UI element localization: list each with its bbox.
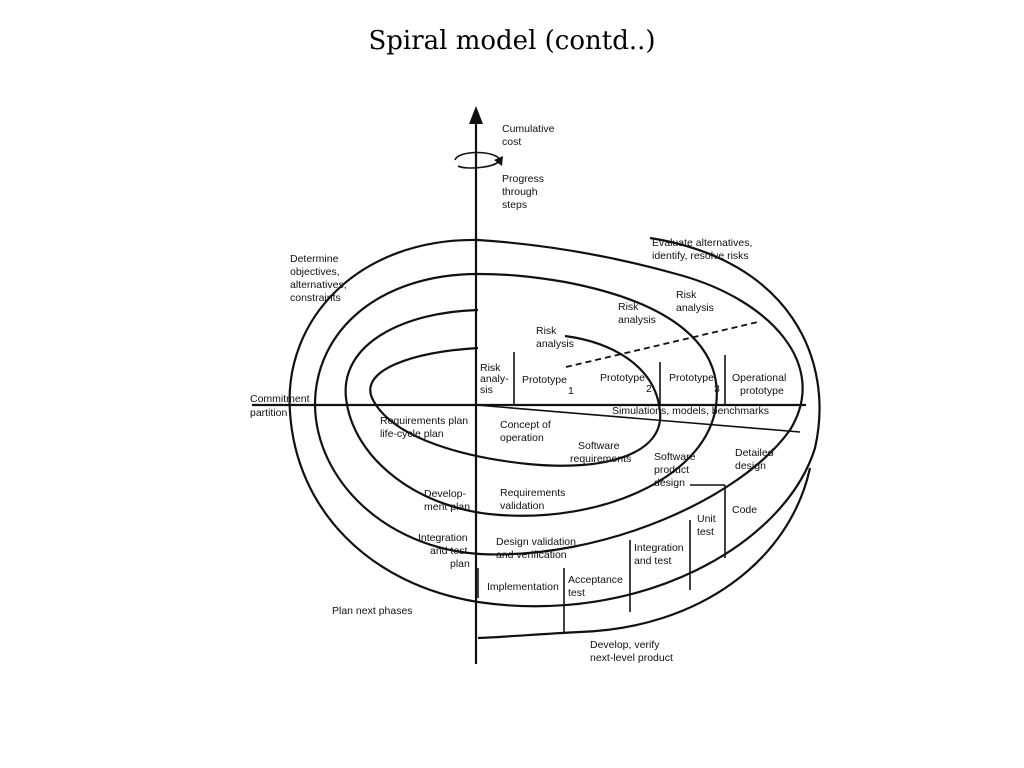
develop-verify-label: Develop, verify next-level product [590,639,673,664]
spiral-loop-4 [288,236,821,608]
rotation-arrowhead [494,156,503,166]
risk-analysis-1: Risk analy- sis [480,362,512,396]
commitment-partition-label: Commitment partition [250,393,312,419]
prototype-1-label: Prototype [522,374,567,386]
spiral-outer-return [477,467,812,640]
requirements-plan-label: Requirements plan life-cycle plan [380,415,471,440]
detailed-design-label: Detailed design [735,447,776,472]
simulations-label: Simulations, models, benchmarks [612,405,769,417]
risk-analysis-2: Risk analysis [536,325,574,350]
unit-test-label: Unit test [697,513,719,538]
code-label: Code [732,504,757,516]
concept-of-operation-label: Concept of operation [500,419,554,444]
design-validation-label: Design validation and verification [496,536,579,561]
integration-and-test-label: Integration and test [634,542,687,567]
acceptance-test-label: Acceptance test [568,574,626,599]
evaluate-alternatives-label: Evaluate alternatives, identify, resolve… [652,237,755,262]
requirements-validation-label: Requirements validation [500,487,568,512]
design-boundary-line [475,404,801,433]
spiral-loop-2 [344,272,718,517]
progress-label: Progress through steps [502,173,547,211]
spiral-loop-1 [369,334,662,467]
spiral-loop-3 [313,238,804,556]
software-requirements-label: Software requirements [570,440,631,465]
operational-prototype-label: Operational prototype [732,372,789,397]
development-plan-label: Develop- ment plan [424,488,470,513]
plan-next-phases-label: Plan next phases [332,605,413,617]
determine-objectives-label: Determine objectives, alternatives, cons… [290,253,350,304]
risk-analysis-3: Risk analysis [618,301,656,326]
rotation-arrow [454,151,501,169]
prototype-2-label: Prototype [600,372,645,384]
risk-analysis-4: Risk analysis [676,289,714,314]
cumulative-cost-label: Cumulative cost [502,123,557,148]
prototype-3-label: Prototype [669,372,714,384]
risk-boundary-line [565,321,759,368]
axis-arrowhead [469,106,483,124]
slide-title: Spiral model (contd..) [368,26,656,56]
integration-test-plan-label: Integration and test plan [418,532,471,570]
prototype-1-number: 1 [568,385,574,397]
software-product-design-label: Software product design [654,451,698,489]
prototype-2-number: 2 [646,383,652,395]
implementation-label: Implementation [487,581,559,593]
prototype-3-number: 3 [714,383,720,395]
